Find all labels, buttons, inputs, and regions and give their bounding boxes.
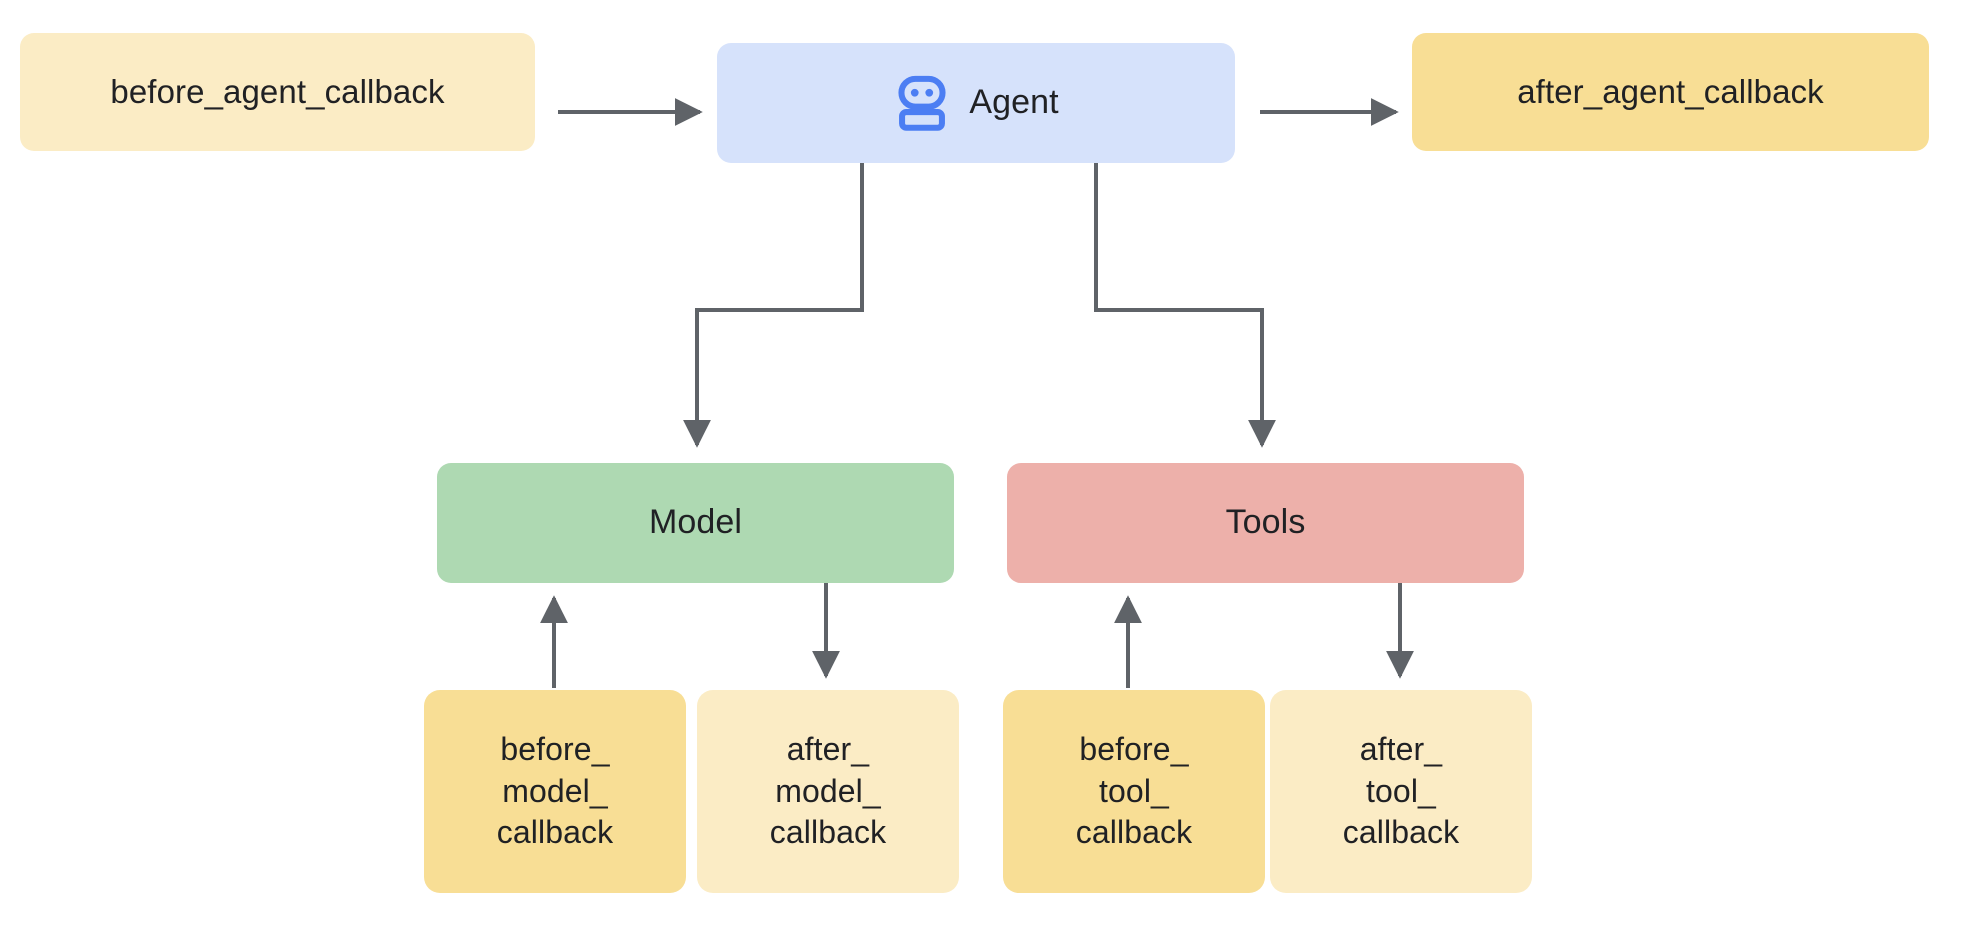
node-after-model-callback-label: after_ model_ callback: [769, 731, 887, 851]
node-before-model-callback[interactable]: before_ model_ callback: [424, 690, 686, 893]
agent-inner: Agent: [893, 74, 1059, 132]
node-model-label: Model: [648, 503, 743, 542]
robot-icon: [898, 75, 946, 131]
node-before-agent-callback[interactable]: before_agent_callback: [20, 33, 535, 151]
node-agent[interactable]: Agent: [717, 43, 1235, 163]
node-model[interactable]: Model: [437, 463, 954, 583]
node-tools[interactable]: Tools: [1007, 463, 1524, 583]
edge-agent-to-model: [683, 163, 864, 448]
node-after-tool-callback-label: after_ tool_ callback: [1342, 731, 1460, 851]
node-after-model-callback[interactable]: after_ model_ callback: [697, 690, 959, 893]
node-agent-label: Agent: [969, 83, 1059, 122]
node-after-agent-callback-label: after_agent_callback: [1517, 72, 1824, 110]
node-after-tool-callback[interactable]: after_ tool_ callback: [1270, 690, 1532, 893]
node-tools-label: Tools: [1225, 503, 1306, 542]
node-before-model-callback-label: before_ model_ callback: [496, 731, 614, 851]
edge-agent-to-tools: [1094, 163, 1276, 448]
node-before-agent-callback-label: before_agent_callback: [110, 72, 445, 110]
node-before-tool-callback-label: before_ tool_ callback: [1075, 731, 1193, 851]
node-after-agent-callback[interactable]: after_agent_callback: [1412, 33, 1929, 151]
node-before-tool-callback[interactable]: before_ tool_ callback: [1003, 690, 1265, 893]
